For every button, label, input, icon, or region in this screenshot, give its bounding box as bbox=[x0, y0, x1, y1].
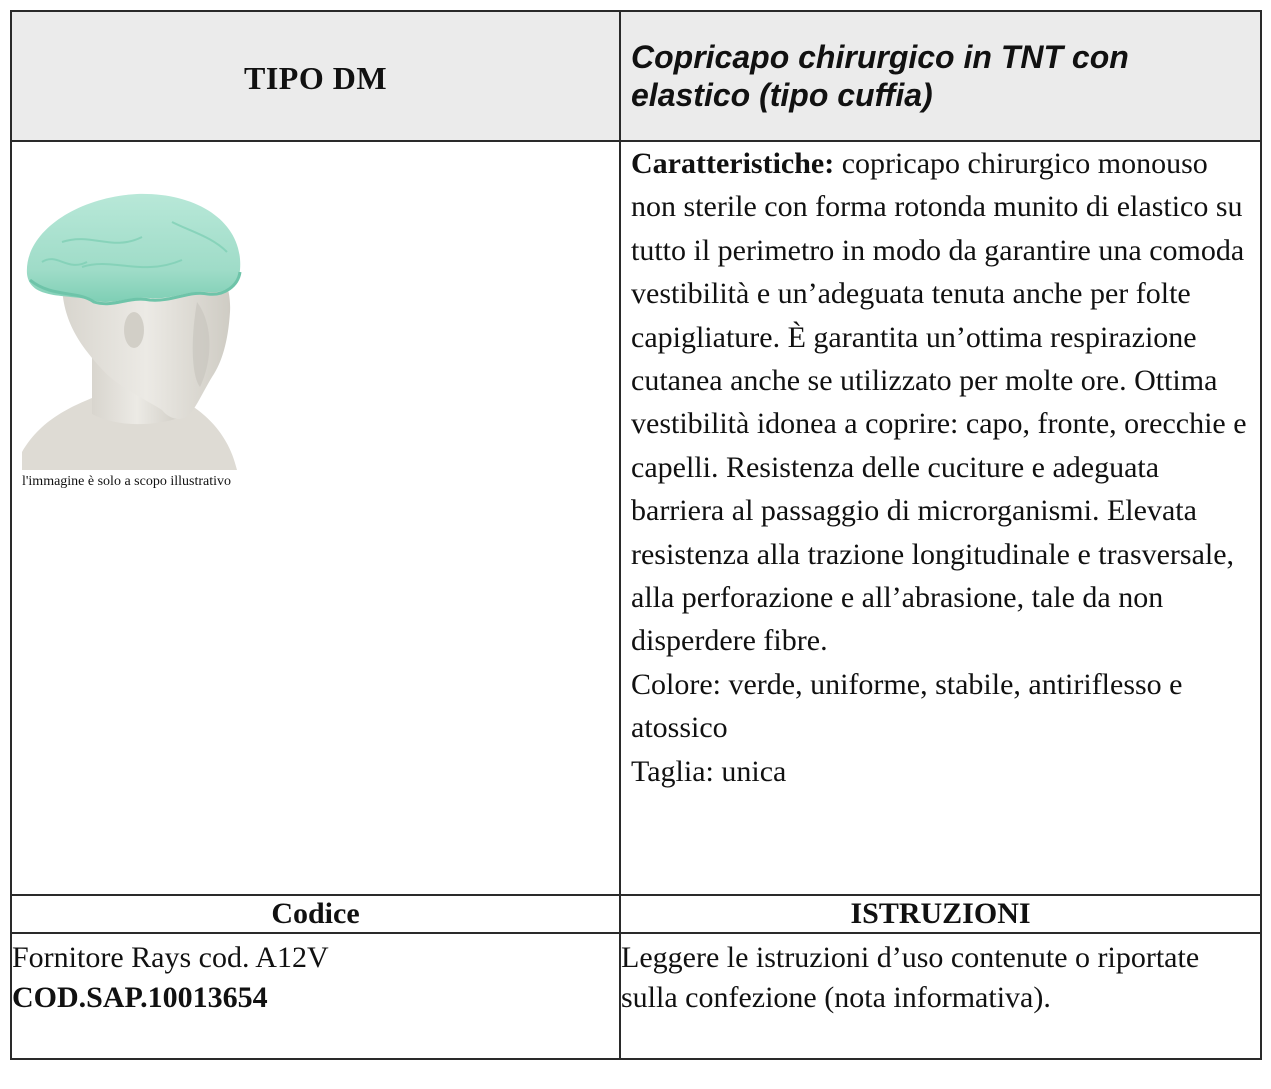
body-row: l'immagine è solo a scopo illustrativo C… bbox=[10, 140, 1262, 896]
header-right-cell: Copricapo chirurgico in TNT con elastico… bbox=[619, 10, 1262, 142]
image-caption: l'immagine è solo a scopo illustrativo bbox=[22, 474, 231, 489]
face-shadow bbox=[192, 302, 210, 387]
color-line: Colore: verde, uniforme, stabile, antiri… bbox=[631, 667, 1183, 745]
bouffant-cap bbox=[26, 193, 241, 302]
tipo-dm-label: TIPO DM bbox=[243, 59, 388, 96]
cap-folds bbox=[41, 221, 228, 269]
bottom-row: Fornitore Rays cod. A12V COD.SAP.1001365… bbox=[10, 932, 1262, 1060]
characteristics-text: copricapo chirurgico monouso non sterile… bbox=[631, 147, 1247, 658]
instructions-header: ISTRUZIONI bbox=[619, 894, 1262, 934]
characteristics-label: Caratteristiche: bbox=[631, 147, 835, 180]
header-row: TIPO DM Copricapo chirurgico in TNT con … bbox=[10, 10, 1262, 142]
product-description: Caratteristiche: copricapo chirurgico mo… bbox=[621, 142, 1260, 793]
header-left-cell: TIPO DM bbox=[10, 10, 621, 142]
subheader-row: Codice ISTRUZIONI bbox=[10, 894, 1262, 934]
code-header: Codice bbox=[10, 894, 621, 934]
size-line: Taglia: unica bbox=[631, 754, 787, 788]
code-cell: Fornitore Rays cod. A12V COD.SAP.1001365… bbox=[10, 932, 621, 1060]
image-cell: l'immagine è solo a scopo illustrativo bbox=[10, 140, 621, 896]
description-cell: Caratteristiche: copricapo chirurgico mo… bbox=[619, 140, 1262, 896]
supplier-code: Fornitore Rays cod. A12V bbox=[12, 941, 329, 974]
mannequin-ear bbox=[124, 312, 144, 348]
product-spec-table: TIPO DM Copricapo chirurgico in TNT con … bbox=[10, 10, 1262, 1060]
instructions-cell: Leggere le istruzioni d’uso contenute o … bbox=[619, 932, 1262, 1060]
instructions-text: Leggere le istruzioni d’uso contenute o … bbox=[621, 941, 1200, 1014]
product-image bbox=[22, 193, 242, 470]
product-title: Copricapo chirurgico in TNT con elastico… bbox=[631, 39, 1129, 113]
product-sheet: TIPO DM Copricapo chirurgico in TNT con … bbox=[10, 10, 1269, 1089]
cap-elastic-edge bbox=[29, 271, 242, 306]
sap-code: COD.SAP.10013654 bbox=[12, 981, 268, 1014]
